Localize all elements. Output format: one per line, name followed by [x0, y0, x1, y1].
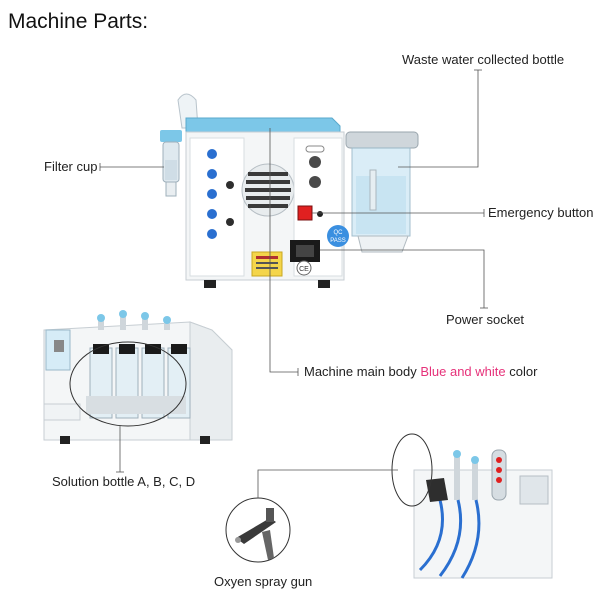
handpiece-closeup: [391, 433, 553, 579]
page-title: Machine Parts:: [8, 10, 149, 33]
solution-bottle-label: Solution bottle A, B, C, D: [52, 474, 196, 489]
filter-cup-label: Filter cup: [44, 159, 98, 174]
svg-text:PASS: PASS: [330, 238, 346, 244]
filter-cup: [160, 130, 182, 197]
waste-water-bottle: [345, 131, 419, 253]
side-view-machine: [43, 310, 233, 444]
emergency-button: [297, 205, 313, 221]
oxygen-spray-gun: [225, 497, 291, 563]
qc-pass-badge: QC PASS: [327, 225, 349, 247]
handpiece-holders: [97, 310, 171, 330]
front-view-machine: CE QC PASS: [160, 93, 419, 288]
emergency-button-label: Emergency button: [488, 205, 594, 220]
power-socket-label: Power socket: [446, 312, 525, 327]
svg-text:QC: QC: [334, 230, 344, 236]
machine-main-body-label: Machine main body Blue and white color: [304, 364, 538, 379]
hose-connectors: [207, 149, 234, 239]
callout-lines: [99, 69, 488, 498]
color-highlight: Blue and white: [420, 364, 506, 379]
ce-mark: CE: [299, 266, 309, 273]
spray-gun-label: Oxyen spray gun: [214, 574, 313, 589]
waste-water-bottle-label: Waste water collected bottle: [402, 52, 565, 67]
fan-grille: [241, 163, 295, 217]
